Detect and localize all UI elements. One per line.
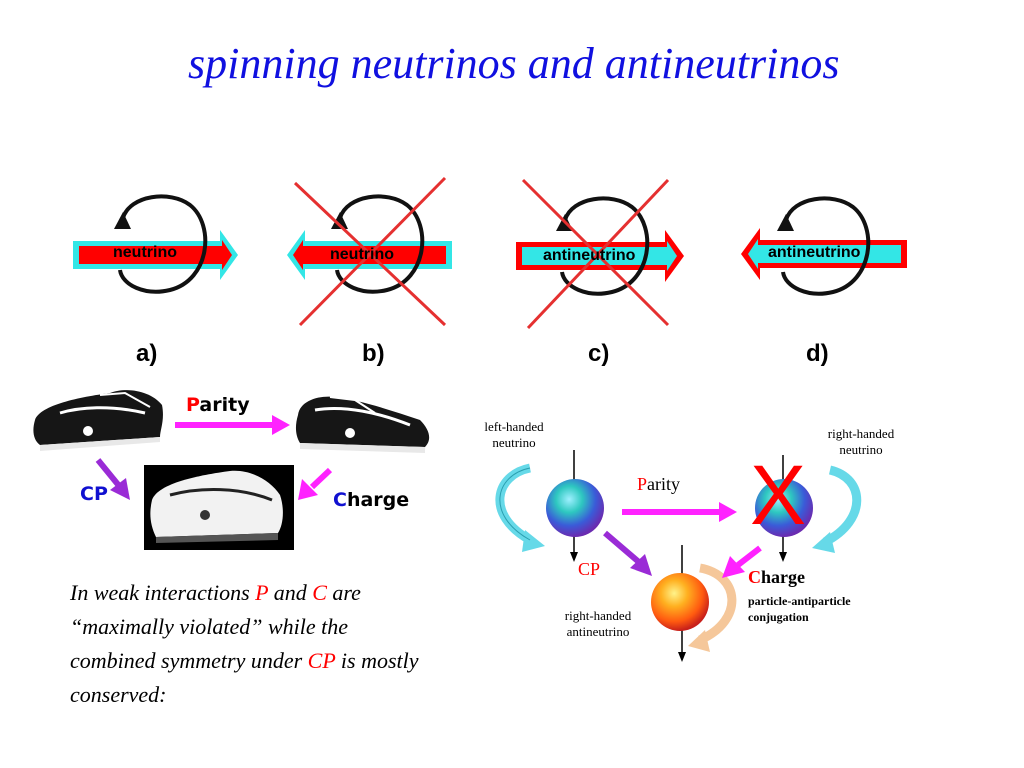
panel-b-cross [293,176,447,327]
right-handed-neutrino-sphere [755,455,862,562]
violation-x-mark: X [750,448,807,542]
spin-parity-label: Parity [637,474,681,494]
shoes-parity-arrow [175,415,290,435]
shoe-negative-image [144,465,294,550]
panel-d-letter: d) [806,340,829,367]
shoes-charge-arrow [298,467,333,500]
left-handed-neutrino-sphere [495,450,604,562]
spin-parity-arrow [622,502,737,522]
panel-b-spin-loop [331,194,425,294]
spin-charge-arrow [722,545,762,578]
panel-c-arrow-label: antineutrino [543,247,636,264]
panel-c-cross [521,178,670,330]
shoes-cp-label: CP [80,483,108,505]
panel-a-spin-loop [114,194,208,294]
weak-interaction-note: In weak interactions P and C are “maxima… [70,580,419,707]
spin-charge-label: Charge [748,567,805,587]
spin-cp-label: CP [578,559,601,579]
shoe-original-image [33,390,163,451]
panel-a-letter: a) [136,340,158,367]
spin-cp-arrow [603,530,652,576]
panel-d-spin-loop [777,196,871,296]
panel-a-arrow-label: neutrino [113,244,177,261]
shoe-mirror-image [295,396,430,453]
panel-b-letter: b) [362,340,385,367]
panel-c-letter: c) [588,340,610,367]
helicity-panels [73,176,907,330]
shoes-parity-label: Parity [186,394,250,416]
page-title: spinning neutrinos and antineutrinos [188,39,840,88]
shoes-cp-arrow [95,458,130,500]
right-handed-antineutrino-sphere [651,545,737,662]
panel-b-arrow-label: neutrino [330,246,394,263]
panel-d-arrow-label: antineutrino [768,244,861,261]
shoes-diagram [33,390,430,550]
shoes-charge-label: Charge [333,489,410,511]
panel-d-arrow [741,228,907,280]
